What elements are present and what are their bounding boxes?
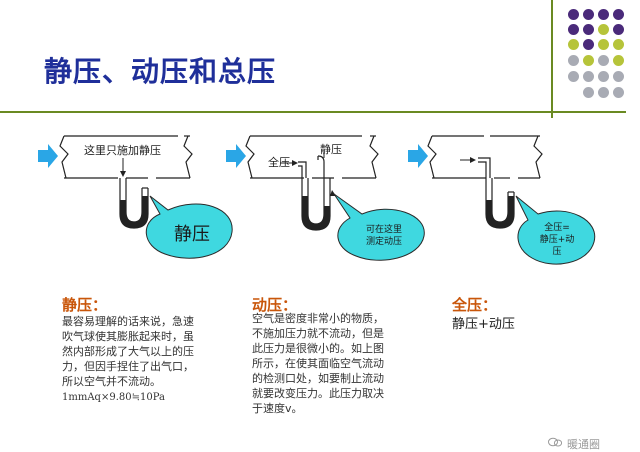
pitot-tube-2 (298, 155, 325, 178)
flow-arrow-2 (226, 144, 246, 168)
total-pressure-label: 全压 (268, 156, 290, 169)
duct-3 (427, 135, 543, 179)
bubble-2-text: 可在这里 测定动压 (365, 225, 402, 247)
total-pressure-text: 静压+动压 (452, 317, 515, 332)
bubble-3-text: 全压= 静压+动 压 (539, 223, 575, 257)
flow-arrow-3 (408, 144, 428, 168)
flow-arrow-1 (38, 144, 58, 168)
conversion-formula: 1mmAq×9.80≒10Pa (62, 392, 165, 403)
page-title: 静压、动压和总压 (44, 55, 277, 88)
pitot-tube-3 (478, 157, 491, 178)
watermark: 暖通圈 (567, 438, 600, 451)
bubble-1-text: 静压 (174, 224, 210, 245)
static-pressure-text: 最容易理解的话来说，急速 吹气球使其膨胀起来时，虽 然内部形成了大气以上的压 力… (62, 315, 194, 388)
duct-2 (245, 135, 379, 179)
bubble-2 (333, 193, 425, 261)
static-pressure-label: 静压 (320, 143, 342, 156)
u-tube-3-fluid (486, 196, 514, 228)
bubble-1 (145, 195, 233, 259)
accent-horizontal-line (0, 111, 626, 113)
static-pressure-heading: 静压： (62, 296, 108, 314)
total-pressure-heading: 全压： (452, 296, 498, 314)
dynamic-pressure-text: 空气是密度非常小的物质， 不施加压力就不流动，但是 此压力是很微小的。如上图 所… (252, 312, 384, 415)
u-tube-2-fluid (302, 196, 330, 230)
accent-vertical-line (551, 0, 553, 118)
static-only-label: 这里只施加静压 (84, 144, 161, 157)
u-tube-1-fluid (120, 196, 148, 228)
duct-1 (59, 135, 193, 179)
dynamic-pressure-heading: 动压： (252, 296, 298, 314)
bubble-3 (515, 195, 596, 265)
wechat-icon (548, 437, 562, 447)
